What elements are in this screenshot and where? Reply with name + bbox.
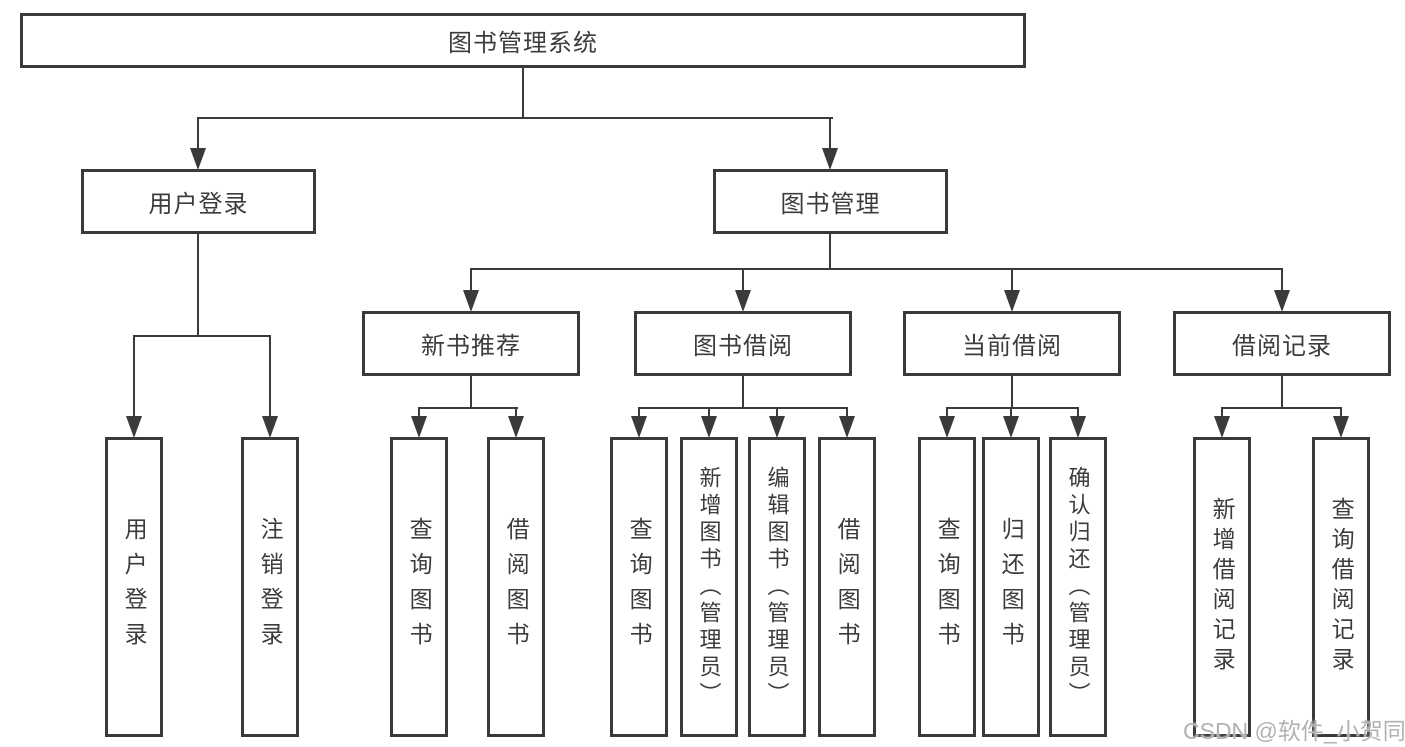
connector-vline xyxy=(1281,376,1283,409)
connector-hline xyxy=(133,335,271,337)
node-borrow-books-borrowing: 借阅图书 xyxy=(818,437,876,737)
node-label: 借阅图书 xyxy=(503,517,530,657)
arrow-down-icon xyxy=(769,416,785,438)
arrow-down-icon xyxy=(1333,416,1349,438)
connector-vline xyxy=(742,376,744,409)
arrow-down-icon xyxy=(735,290,751,312)
connector-vline xyxy=(776,407,778,419)
node-label: 用户登录 xyxy=(121,517,148,657)
node-label: 借阅图书 xyxy=(834,517,861,657)
arrow-down-icon xyxy=(411,416,427,438)
node-label: 查询图书 xyxy=(406,517,433,657)
arrow-down-icon xyxy=(190,148,206,170)
connector-vline xyxy=(515,407,517,419)
connector-vline xyxy=(1077,407,1079,419)
node-label: 新增借阅记录 xyxy=(1209,497,1236,677)
arrow-down-icon xyxy=(126,416,142,438)
node-label: 查询图书 xyxy=(626,517,653,657)
node-add-borrow-record: 新增借阅记录 xyxy=(1193,437,1251,737)
arrow-down-icon xyxy=(822,148,838,170)
connector-vline xyxy=(197,234,199,336)
arrow-down-icon xyxy=(1070,416,1086,438)
connector-vline xyxy=(133,335,135,419)
connector-vline xyxy=(1011,268,1013,293)
connector-vline xyxy=(269,335,271,419)
connector-hline xyxy=(470,268,1283,270)
connector-vline xyxy=(742,268,744,293)
connector-vline xyxy=(197,117,199,151)
node-new-book-recommendation: 新书推荐 xyxy=(362,311,580,376)
connector-vline xyxy=(470,376,472,409)
connector-vline xyxy=(829,117,831,151)
node-query-borrow-record: 查询借阅记录 xyxy=(1312,437,1370,737)
node-label: 查询借阅记录 xyxy=(1328,497,1355,677)
node-query-books-borrowing: 查询图书 xyxy=(610,437,668,737)
arrow-down-icon xyxy=(839,416,855,438)
connector-vline xyxy=(946,407,948,419)
node-label: 当前借阅 xyxy=(962,333,1062,360)
connector-vline xyxy=(846,407,848,419)
arrow-down-icon xyxy=(631,416,647,438)
node-return-books: 归还图书 xyxy=(982,437,1040,737)
node-borrowing-records: 借阅记录 xyxy=(1173,311,1391,376)
arrow-down-icon xyxy=(701,416,717,438)
connector-vline xyxy=(708,407,710,419)
connector-vline xyxy=(1010,407,1012,419)
node-label: 新书推荐 xyxy=(421,333,521,360)
connector-vline xyxy=(522,68,524,118)
arrow-down-icon xyxy=(1274,290,1290,312)
arrow-down-icon xyxy=(939,416,955,438)
connector-hline xyxy=(418,407,518,409)
connector-vline xyxy=(1281,268,1283,293)
node-edit-books-admin: 编辑图书（管理员） xyxy=(748,437,806,737)
node-query-books-recommend: 查询图书 xyxy=(390,437,448,737)
connector-vline xyxy=(638,407,640,419)
node-query-books-current: 查询图书 xyxy=(918,437,976,737)
node-add-books-admin: 新增图书（管理员） xyxy=(680,437,738,737)
node-label: 图书管理 xyxy=(780,191,881,218)
arrow-down-icon xyxy=(463,290,479,312)
watermark: CSDN @软件_小贺同学 xyxy=(1183,718,1405,744)
node-current-borrowing: 当前借阅 xyxy=(903,311,1121,376)
node-label: 归还图书 xyxy=(998,517,1025,657)
node-label: 确认归还（管理员） xyxy=(1065,465,1091,709)
node-book-borrowing: 图书借阅 xyxy=(634,311,852,376)
node-label: 用户登录 xyxy=(148,191,249,218)
connector-vline xyxy=(470,268,472,293)
connector-vline xyxy=(418,407,420,419)
arrow-down-icon xyxy=(262,416,278,438)
node-label: 新增图书（管理员） xyxy=(696,465,722,709)
node-user-login-branch: 用户登录 xyxy=(81,169,316,234)
node-label: 查询图书 xyxy=(934,517,961,657)
node-user-login-leaf: 用户登录 xyxy=(105,437,163,737)
connector-vline xyxy=(829,234,831,270)
node-library-management-system: 图书管理系统 xyxy=(20,13,1026,68)
node-label: 编辑图书（管理员） xyxy=(764,465,790,709)
node-label: 图书管理系统 xyxy=(448,30,598,57)
node-book-management-branch: 图书管理 xyxy=(713,169,948,234)
node-logout-leaf: 注销登录 xyxy=(241,437,299,737)
node-borrow-books-recommend: 借阅图书 xyxy=(487,437,545,737)
connector-hline xyxy=(1221,407,1342,409)
connector-vline xyxy=(1221,407,1223,419)
node-confirm-return-admin: 确认归还（管理员） xyxy=(1049,437,1107,737)
connector-hline xyxy=(638,407,848,409)
connector-hline xyxy=(197,117,833,119)
arrow-down-icon xyxy=(508,416,524,438)
node-label: 注销登录 xyxy=(257,517,284,657)
arrow-down-icon xyxy=(1004,290,1020,312)
connector-vline xyxy=(1011,376,1013,409)
arrow-down-icon xyxy=(1003,416,1019,438)
connector-vline xyxy=(1340,407,1342,419)
node-label: 借阅记录 xyxy=(1232,333,1332,360)
connector-hline xyxy=(946,407,1079,409)
arrow-down-icon xyxy=(1214,416,1230,438)
node-label: 图书借阅 xyxy=(693,333,793,360)
